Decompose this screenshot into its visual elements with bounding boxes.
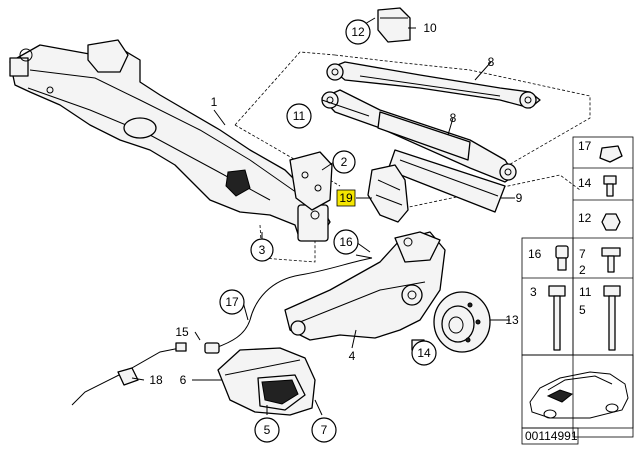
leader-lines	[131, 17, 515, 416]
callout-9: 9	[516, 191, 523, 205]
svg-text:7: 7	[579, 247, 586, 261]
vehicle-silhouette-icon	[521, 354, 634, 429]
svg-text:11: 11	[579, 285, 592, 299]
svg-text:5: 5	[579, 303, 586, 317]
svg-text:11: 11	[293, 109, 306, 123]
legend-item-16: 16	[528, 245, 569, 271]
block-part-10	[377, 7, 411, 43]
lower-bracket-assembly	[217, 347, 316, 416]
wheel-hub	[433, 291, 491, 353]
legend-item-14: 14	[578, 175, 617, 197]
callout-13: 13	[505, 313, 519, 327]
callout-19-highlighted: 19	[336, 189, 356, 207]
svg-text:14: 14	[417, 346, 431, 360]
sleeve-part-9	[387, 149, 506, 213]
legend-item-5: 5	[579, 303, 586, 317]
svg-text:17: 17	[225, 295, 239, 309]
svg-text:5: 5	[264, 423, 271, 437]
wiring-harness	[204, 254, 373, 354]
callout-12: 12	[345, 19, 371, 45]
callout-15: 15	[175, 325, 189, 339]
callout-18: 18	[149, 373, 163, 387]
callout-8-upper: 8	[488, 55, 495, 69]
svg-text:3: 3	[259, 243, 266, 257]
svg-text:2: 2	[579, 263, 586, 277]
svg-text:16: 16	[339, 235, 353, 249]
callout-11: 11	[286, 103, 312, 129]
callout-17: 17	[219, 289, 245, 315]
svg-text:14: 14	[578, 176, 592, 190]
lower-control-arm	[321, 89, 517, 183]
callout-5: 5	[254, 417, 280, 443]
legend-item-7: 7	[579, 247, 621, 273]
svg-text:18: 18	[149, 373, 163, 387]
svg-text:12: 12	[578, 211, 592, 225]
rear-axle-carrier	[9, 39, 331, 242]
svg-text:8: 8	[450, 111, 457, 125]
svg-text:4: 4	[349, 349, 356, 363]
svg-text:6: 6	[180, 373, 187, 387]
svg-text:17: 17	[578, 139, 592, 153]
diagram-code: 00114991	[521, 427, 579, 445]
upper-control-arm	[326, 61, 541, 109]
svg-text:1: 1	[211, 95, 218, 109]
callout-6: 6	[180, 373, 187, 387]
callout-1: 1	[211, 95, 218, 109]
svg-text:2: 2	[341, 155, 348, 169]
svg-text:13: 13	[505, 313, 519, 327]
svg-text:16: 16	[528, 247, 542, 261]
callout-16: 16	[333, 229, 359, 255]
legend-item-12: 12	[578, 211, 621, 231]
callout-4: 4	[349, 349, 356, 363]
svg-text:8: 8	[488, 55, 495, 69]
callout-8-lower: 8	[450, 111, 457, 125]
legend-item-17: 17	[578, 139, 623, 163]
trailing-arm	[284, 231, 446, 341]
callout-10: 10	[423, 21, 437, 35]
bracket-part-2	[289, 151, 333, 211]
svg-text:10: 10	[423, 21, 437, 35]
callout-7: 7	[311, 417, 337, 443]
svg-text:12: 12	[351, 25, 365, 39]
legend-item-3: 3	[530, 285, 566, 351]
callout-2: 2	[332, 150, 356, 174]
legend-item-11: 11	[579, 285, 621, 351]
svg-text:3: 3	[530, 285, 537, 299]
svg-text:19: 19	[339, 191, 353, 205]
cable-part-15-18	[71, 342, 187, 406]
hardware-legend: 17 14 12 16 7 2 3	[521, 136, 634, 445]
callout-14: 14	[411, 340, 437, 366]
svg-text:15: 15	[175, 325, 189, 339]
svg-text:7: 7	[321, 423, 328, 437]
svg-text:9: 9	[516, 191, 523, 205]
callout-3: 3	[250, 238, 274, 262]
legend-item-2: 2	[579, 263, 586, 277]
svg-text:00114991: 00114991	[525, 429, 578, 443]
